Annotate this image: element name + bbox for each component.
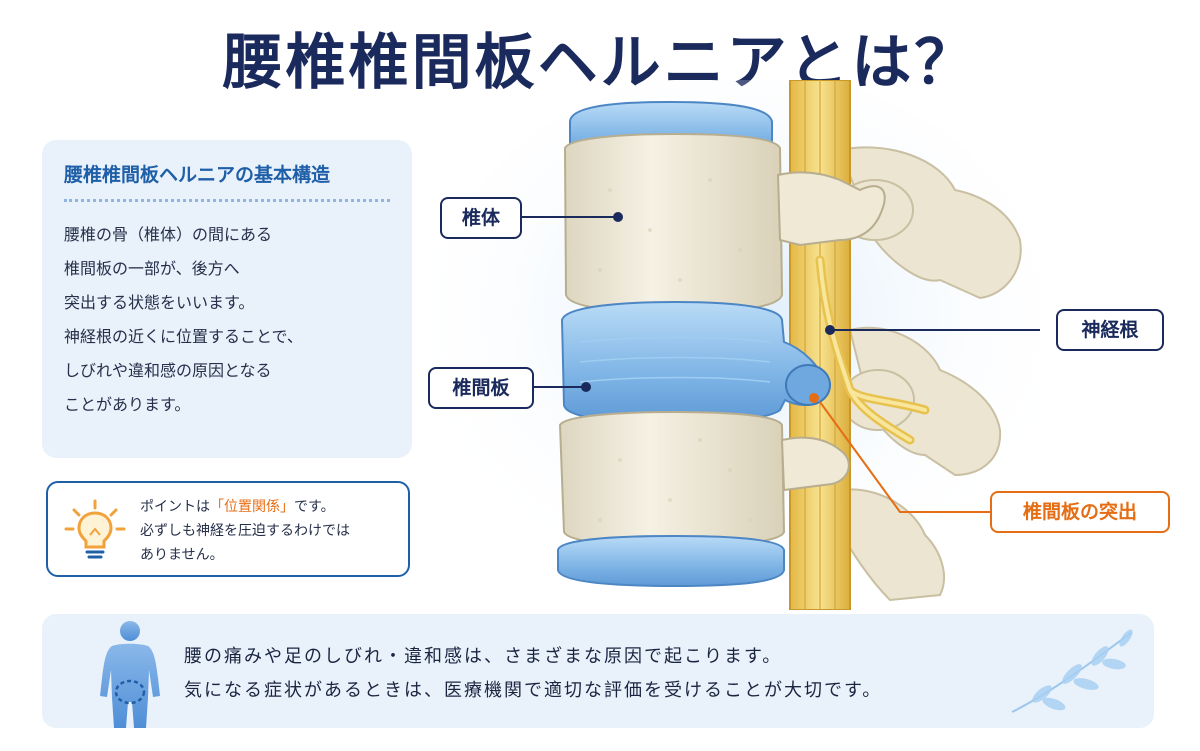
point-line-3: ありません。 xyxy=(140,547,224,563)
dotted-divider xyxy=(64,199,390,202)
point-box: ポイントは「位置関係」です。 必ずしも神経を圧迫するわけでは ありません。 xyxy=(46,481,410,577)
label-vertebra: 椎体 xyxy=(440,197,522,239)
leaf-decoration-icon xyxy=(1011,629,1133,713)
info-line: 突出する状態をいいます。 xyxy=(64,293,255,312)
bottom-banner: 腰の痛みや足のしびれ・違和感は、さまざまな原因で起こります。 気になる症状がある… xyxy=(42,614,1154,728)
label-disc: 椎間板 xyxy=(428,367,534,409)
label-nerve-root: 神経根 xyxy=(1056,309,1164,351)
banner-text: 腰の痛みや足のしびれ・違和感は、さまざまな原因で起こります。 気になる症状がある… xyxy=(184,640,882,708)
point-line-2: 必ずしも神経を圧迫するわけでは xyxy=(140,523,350,539)
human-body-icon xyxy=(100,621,160,728)
point-text: ポイントは「位置関係」です。 必ずしも神経を圧迫するわけでは ありません。 xyxy=(140,495,404,567)
info-card: 腰椎椎間板ヘルニアの基本構造 腰椎の骨（椎体）の間にある 椎間板の一部が、後方へ… xyxy=(42,140,412,458)
info-line: 椎間板の一部が、後方へ xyxy=(64,259,240,278)
spine-illustration xyxy=(420,80,1040,610)
point-post: です。 xyxy=(294,499,335,515)
info-body: 腰椎の骨（椎体）の間にある 椎間板の一部が、後方へ 突出する状態をいいます。 神… xyxy=(64,218,390,422)
point-accent: 「位置関係」 xyxy=(210,499,294,515)
lower-pedicle xyxy=(780,436,850,492)
herniation-bulge xyxy=(785,364,831,406)
leader-lines xyxy=(522,212,1040,513)
upper-vertebral-body xyxy=(563,132,784,314)
point-line-1: ポイントは「位置関係」です。 xyxy=(140,495,404,519)
posterior-elements xyxy=(836,146,1022,602)
info-heading: 腰椎椎間板ヘルニアの基本構造 xyxy=(64,164,331,186)
lightbulb-icon xyxy=(64,499,126,559)
lower-vertebral-body xyxy=(558,410,786,548)
info-line: 腰椎の骨（椎体）の間にある xyxy=(64,225,273,244)
banner-line-1: 腰の痛みや足のしびれ・違和感は、さまざまな原因で起こります。 xyxy=(184,646,783,667)
info-line: ことがあります。 xyxy=(64,395,191,414)
upper-pedicle xyxy=(776,171,886,247)
banner-line-2: 気になる症状があるときは、医療機関で適切な評価を受けることが大切です。 xyxy=(184,680,883,701)
info-line: しびれや違和感の原因となる xyxy=(64,361,272,380)
point-pre: ポイントは xyxy=(140,499,210,515)
info-line: 神経根の近くに位置することで、 xyxy=(64,327,303,346)
lower-disc xyxy=(557,534,785,588)
label-herniation: 椎間板の突出 xyxy=(990,491,1170,533)
